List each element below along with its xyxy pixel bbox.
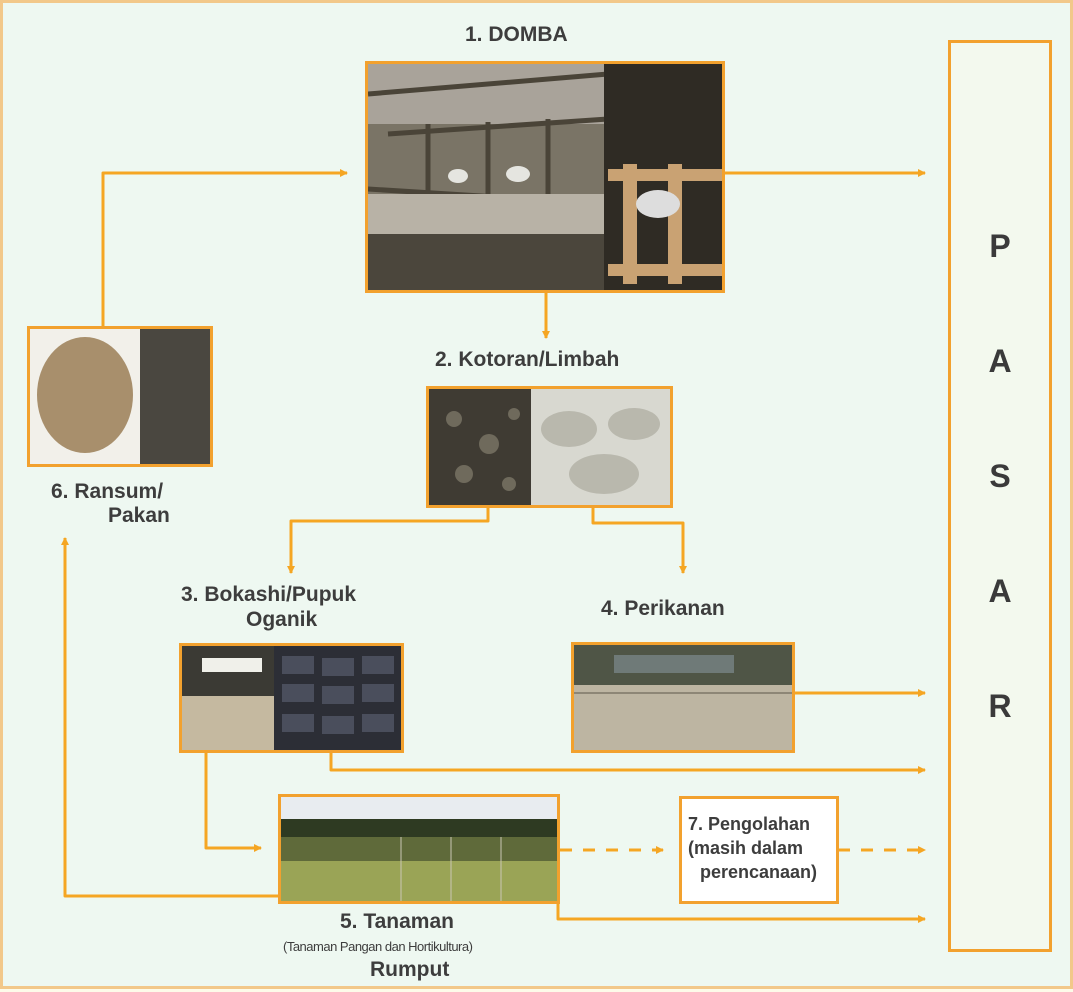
ransum-label-line1: 6. Ransum/ xyxy=(51,480,164,503)
pasar-letter-r: R xyxy=(988,688,1012,724)
ransum-label-line2: Pakan xyxy=(108,504,170,527)
bokashi-label-line2: Oganik xyxy=(246,608,318,631)
domba-label: 1. DOMBA xyxy=(465,23,568,46)
pengolahan-label-line2: (masih dalam xyxy=(688,838,804,858)
pasar-letter-p: P xyxy=(989,228,1011,264)
kotoran-photo xyxy=(426,386,673,508)
flow-arrows xyxy=(61,169,926,923)
ransum-photo xyxy=(27,326,213,467)
domba-photo xyxy=(365,61,725,293)
arrow-kotoran-to-perikanan xyxy=(591,508,687,574)
kotoran-label: 2. Kotoran/Limbah xyxy=(435,348,620,371)
perikanan-label: 4. Perikanan xyxy=(601,597,725,620)
bokashi-label-line1: 3. Bokashi/Pupuk xyxy=(181,583,357,606)
pengolahan-label-line3: perencanaan) xyxy=(700,862,818,882)
pasar-letter-s: S xyxy=(989,458,1011,494)
arrow-tanaman-to-ransum xyxy=(61,537,281,898)
pasar-letter-a2: A xyxy=(988,573,1012,609)
perikanan-photo xyxy=(571,642,795,753)
bokashi-photo xyxy=(179,643,404,753)
tanaman-sublabel: (Tanaman Pangan dan Hortikultura) xyxy=(283,939,473,954)
pasar-letter-a1: A xyxy=(988,343,1012,379)
tanaman-photo xyxy=(278,794,560,904)
arrow-bokashi-to-tanaman xyxy=(204,753,262,852)
tanaman-label: 5. Tanaman xyxy=(340,910,454,933)
pasar-box: P A S A R xyxy=(948,40,1052,952)
pengolahan-box: 7. Pengolahan (masih dalam perencanaan) xyxy=(679,796,839,904)
pengolahan-label-line1: 7. Pengolahan xyxy=(688,814,811,834)
arrow-bokashi-to-pasar xyxy=(329,753,926,774)
rumput-label: Rumput xyxy=(370,958,450,981)
arrow-ransum-to-domba xyxy=(101,169,348,328)
arrow-kotoran-to-bokashi xyxy=(287,508,490,574)
arrow-tanaman-to-pasar xyxy=(556,903,926,923)
